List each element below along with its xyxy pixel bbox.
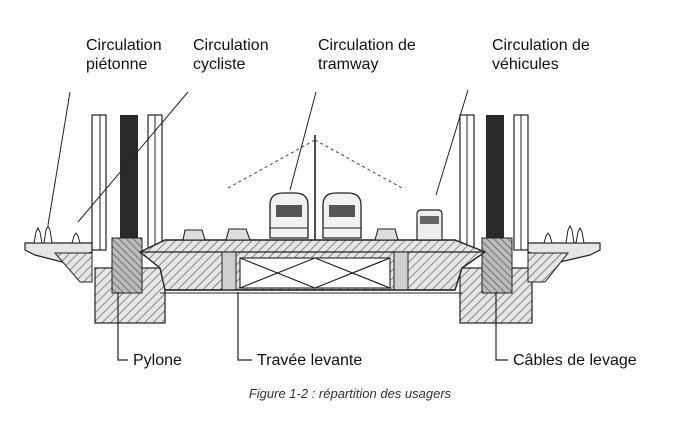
top-pointer-lines: [47, 89, 469, 226]
left-walkway: [24, 242, 93, 283]
lifting-span: [138, 239, 487, 294]
van: [416, 209, 443, 241]
label-cyclist-traffic: Circulation cycliste: [193, 37, 269, 73]
right-walkway: [527, 242, 601, 283]
right-pylon: [459, 114, 533, 324]
car-1: [182, 229, 206, 241]
car-3: [374, 228, 399, 241]
label-pylon: Pylone: [133, 352, 182, 369]
tram-right: [322, 192, 362, 239]
label-lifting-span: Travée levante: [257, 352, 363, 369]
tramway-catenary: [227, 135, 403, 240]
label-vehicle-traffic: Circulation de véhicules: [492, 37, 590, 73]
pedestrians-right: [543, 224, 585, 244]
label-pedestrian-traffic: Circulation piétonne: [86, 37, 162, 73]
car-2: [225, 228, 251, 241]
tram-left: [269, 192, 309, 239]
figure-caption: Figure 1-2 : répartition des usagers: [248, 386, 452, 401]
label-lifting-cables: Câbles de levage: [513, 352, 637, 369]
pedestrians-left: [33, 224, 81, 244]
left-pylon: [91, 114, 166, 324]
bottom-pointer-lines: [117, 292, 508, 361]
label-tramway-traffic: Circulation de tramway: [318, 37, 416, 73]
